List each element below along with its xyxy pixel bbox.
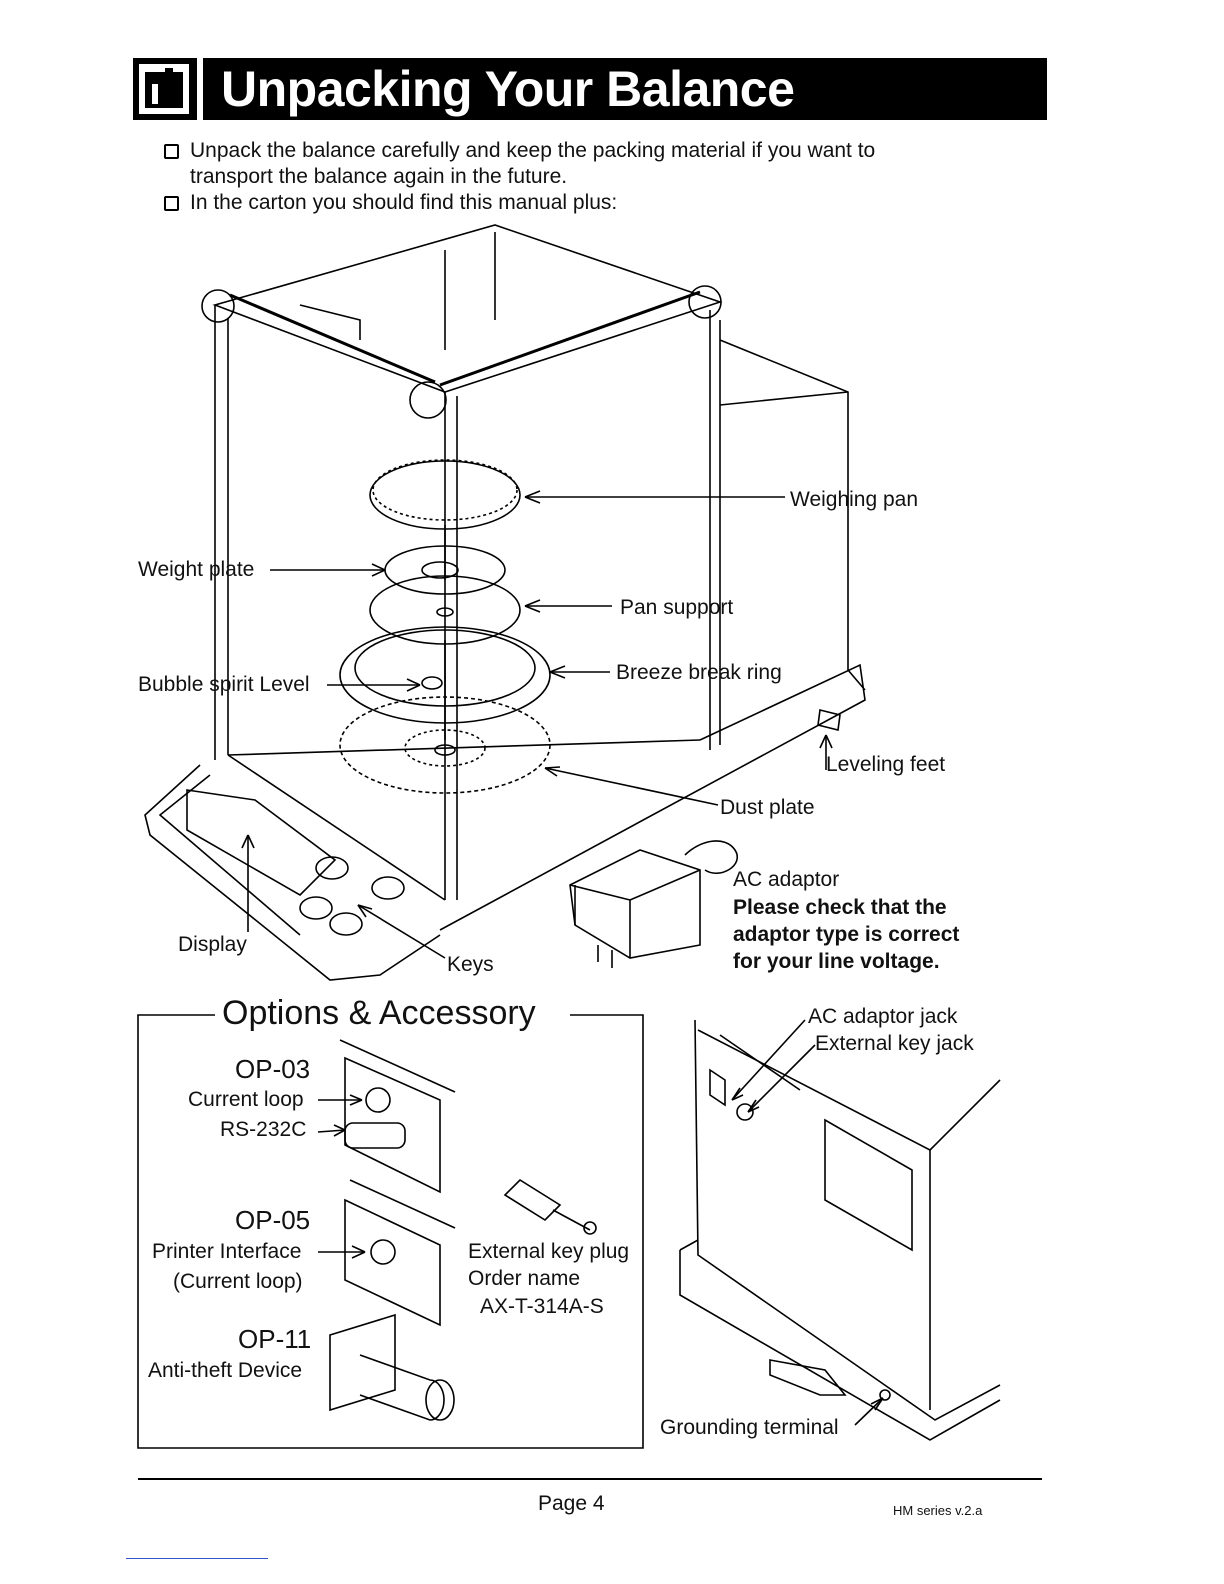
- page-header: Unpacking Your Balance: [133, 58, 1047, 120]
- adaptor-warning: Please check that the adaptor type is co…: [733, 896, 960, 973]
- label-printer-interface: Printer Interface: [152, 1240, 302, 1263]
- version-label: HM series v.2.a: [893, 1503, 983, 1518]
- label-leveling-feet: Leveling feet: [826, 753, 946, 776]
- op11-code: OP-11: [238, 1324, 312, 1354]
- label-anti-theft: Anti-theft Device: [148, 1359, 303, 1382]
- label-keys: Keys: [447, 953, 494, 976]
- label-bubble-level: Bubble spirit Level: [138, 673, 310, 696]
- checkbox-icon: [164, 196, 179, 211]
- label-ext-key-plug: External key plug: [468, 1240, 630, 1263]
- bottom-rule: [126, 1558, 268, 1559]
- label-current-loop: Current loop: [188, 1088, 304, 1111]
- weight-icon: [139, 64, 189, 114]
- label-current-loop-2: (Current loop): [173, 1270, 303, 1293]
- page-title: Unpacking Your Balance: [221, 61, 795, 117]
- intro-list: Unpack the balance carefully and keep th…: [160, 138, 875, 216]
- rear-view-illustration: [679, 1019, 1001, 1441]
- label-ac-adaptor: AC adaptor: [733, 868, 840, 891]
- label-dust-plate: Dust plate: [720, 796, 815, 819]
- label-ext-jack: External key jack: [815, 1032, 974, 1055]
- header-divider: [197, 58, 203, 120]
- label-ac-jack: AC adaptor jack: [808, 1005, 958, 1028]
- label-breeze-ring: Breeze break ring: [616, 661, 782, 684]
- label-weight-plate: Weight plate: [138, 558, 255, 581]
- balance-illustration: [144, 224, 866, 981]
- list-item: Unpack the balance carefully and keep th…: [160, 138, 875, 164]
- op05-code: OP-05: [235, 1205, 311, 1235]
- label-pan-support: Pan support: [620, 596, 734, 619]
- footer-divider: [138, 1478, 1042, 1480]
- label-order-name: Order name: [468, 1267, 581, 1290]
- options-title: Options & Accessory: [222, 994, 536, 1032]
- page-number: Page 4: [538, 1492, 605, 1515]
- label-display: Display: [178, 933, 247, 956]
- label-rs232c: RS-232C: [220, 1118, 307, 1141]
- label-order-code: AX-T-314A-S: [480, 1295, 604, 1318]
- list-item-continuation: transport the balance again in the futur…: [190, 165, 568, 188]
- op03-code: OP-03: [235, 1054, 311, 1084]
- list-item: In the carton you should find this manua…: [160, 190, 875, 216]
- options-box: [137, 1014, 644, 1449]
- label-weighing-pan: Weighing pan: [790, 488, 919, 511]
- label-grounding-terminal: Grounding terminal: [660, 1416, 839, 1439]
- checkbox-icon: [164, 144, 179, 159]
